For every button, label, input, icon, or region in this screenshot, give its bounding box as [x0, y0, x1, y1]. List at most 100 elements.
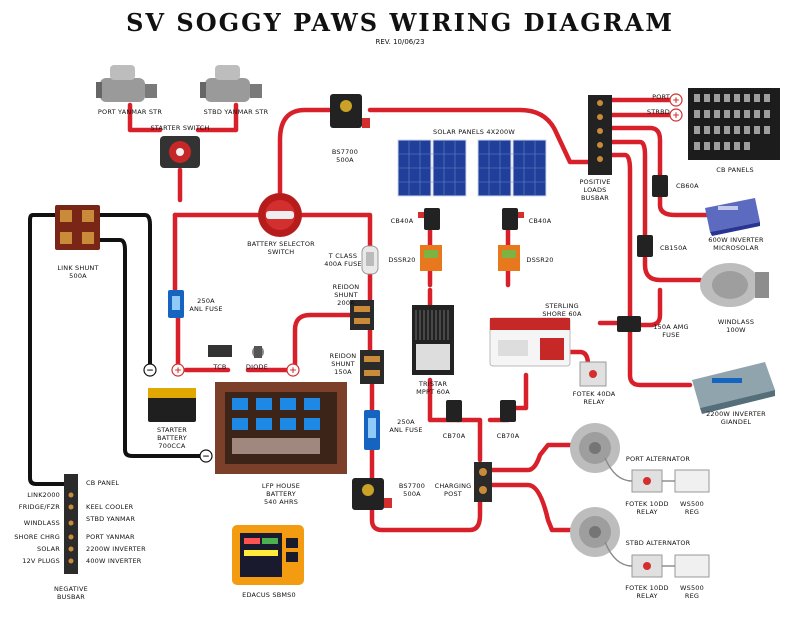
link-shunt-label: LINK SHUNT 500A — [57, 264, 99, 280]
sterling-charger — [489, 317, 571, 367]
cb70a-left-label: CB70A — [442, 432, 466, 440]
stbd-label: STRBD — [646, 108, 670, 116]
cb60-cb150 — [637, 175, 668, 257]
battery-selector-switch — [258, 193, 302, 237]
fotek40-label: FOTEK 40DA RELAY — [572, 390, 616, 406]
port-alternator-part — [570, 423, 620, 473]
anl250-bottom-label: 250A ANL FUSE — [389, 418, 423, 434]
charging-post-label: CHARGING POST — [434, 482, 472, 498]
cb70a-right-label: CB70A — [496, 432, 520, 440]
port-starter-label: PORT YANMAR STR — [97, 108, 163, 116]
dssr20-right-label: DSSR20 — [526, 256, 554, 264]
negative-wires — [28, 213, 202, 486]
t-class-fuse — [361, 245, 379, 275]
tristar-label: TRISTAR MPPT 60A — [416, 380, 450, 396]
cb40a-breakers — [418, 208, 524, 230]
svg-text:+: + — [672, 111, 680, 121]
ws500-stbd-label: WS500 REG — [680, 584, 704, 600]
inverter600-label: 600W INVERTER MICROSOLAR — [708, 236, 764, 252]
positive-busbar-part — [588, 95, 612, 175]
neg-right-0: CB PANEL — [86, 479, 120, 487]
neg-left-4: SOLAR — [37, 545, 60, 553]
fotek-port-label: FOTEK 10DD RELAY — [625, 500, 669, 516]
bs7700-bottom-label: BS7700 500A — [398, 482, 426, 498]
page-title: SV SOGGY PAWS WIRING DIAGRAM — [126, 8, 674, 37]
cb40a-right-label: CB40A — [528, 217, 552, 225]
dssr20-units — [420, 245, 520, 271]
negative-busbar-label: NEGATIVE BUSBAR — [54, 585, 88, 601]
bs7700-top-label: BS7700 500A — [331, 148, 359, 164]
positive-busbar-label: POSITIVE LOADS BUSBAR — [579, 178, 611, 202]
windlass-part — [700, 263, 769, 307]
tcb-and-diode — [208, 345, 264, 358]
solar-panels-label: SOLAR PANELS 4X200W — [433, 128, 515, 136]
alt-regulators — [631, 469, 710, 578]
inverter2200-part — [692, 362, 775, 414]
negative-busbar-part — [64, 474, 78, 574]
port-starter-motor — [96, 65, 157, 102]
neg-right-5: 400W INVERTER — [86, 557, 142, 565]
svg-text:+: + — [289, 366, 297, 376]
cb40a-left-label: CB40A — [390, 217, 414, 225]
neg-left-0: LINK2000 — [27, 491, 60, 499]
lfp-battery-photo — [215, 382, 347, 474]
cb-panels-part — [688, 88, 780, 160]
bs7700-bottom — [352, 478, 392, 510]
svg-text:+: + — [672, 96, 680, 106]
ws500-port-label: WS500 REG — [680, 500, 704, 516]
cb60a-label: CB60A — [676, 182, 699, 190]
neg-left-5: 12V PLUGS — [22, 557, 60, 565]
inverter2200-label: 2200W INVERTER GIANDEL — [706, 410, 766, 426]
reidon-shunt-bottom-label: REIDON SHUNT 150A — [329, 352, 357, 376]
stbd-alternator-label: STBD ALTERNATOR — [625, 539, 691, 547]
terminal-markers — [143, 93, 683, 463]
revision-label: REV. 10/06/23 — [375, 38, 425, 46]
starter-battery — [148, 388, 196, 422]
edacus-label: EDACUS SBMS0 — [242, 591, 296, 599]
stbd-starter-motor — [200, 65, 262, 102]
charging-post-part — [474, 462, 492, 502]
edacus-monitor — [232, 525, 304, 585]
windlass-label: WINDLASS 100W — [717, 318, 755, 334]
starter-switch-label: STARTER SWITCH — [150, 124, 210, 132]
diode-label: DIODE — [245, 363, 269, 371]
reidon-shunts — [350, 300, 384, 384]
port-label: PORT — [652, 93, 670, 101]
fotek-stbd-label: FOTEK 10DD RELAY — [625, 584, 669, 600]
port-alternator-label: PORT ALTERNATOR — [625, 455, 691, 463]
anl-fuses — [168, 290, 380, 450]
neg-right-1: KEEL COOLER — [86, 503, 134, 511]
battery-selector-label: BATTERY SELECTOR SWITCH — [247, 240, 315, 256]
neg-right-2: STBD YANMAR — [86, 515, 136, 523]
anl250-top-label: 250A ANL FUSE — [189, 297, 223, 313]
svg-text:−: − — [202, 452, 210, 462]
tristar-mppt — [412, 305, 454, 375]
amg150-part — [617, 316, 641, 332]
cb-panels-label: CB PANELS — [716, 166, 754, 174]
inverter600-part — [705, 198, 760, 236]
t-class-label: T CLASS 400A FUSE — [324, 252, 362, 268]
cb70a-breakers — [446, 400, 516, 422]
neg-left-1: FRIDGE/FZR — [18, 503, 60, 511]
cb150a-label: CB150A — [660, 244, 688, 252]
neg-left-2: WINDLASS — [23, 519, 60, 527]
bs7700-top — [330, 94, 370, 128]
lfp-battery-label: LFP HOUSE BATTERY 540 AHRS — [261, 482, 301, 506]
dssr20-left-label: DSSR20 — [388, 256, 416, 264]
svg-text:−: − — [146, 366, 154, 376]
fotek40-relay — [579, 361, 607, 387]
neg-right-4: 2200W INVERTER — [86, 545, 146, 553]
sterling-label: STERLING SHORE 60A — [542, 302, 582, 318]
neg-left-3: SHORE CHRG — [14, 533, 60, 541]
stbd-starter-label: STBD YANMAR STR — [203, 108, 269, 116]
amg150-label: 150A AMG FUSE — [653, 323, 689, 339]
neg-right-3: PORT YANMAR — [86, 533, 135, 541]
reidon-shunt-top-label: REIDON SHUNT 200A — [332, 283, 360, 307]
tcb-label: TCB — [213, 363, 227, 371]
stbd-alternator-part — [570, 507, 620, 557]
starter-battery-label: STARTER BATTERY 700CCA — [156, 426, 188, 450]
svg-text:+: + — [174, 366, 182, 376]
starter-switch — [160, 136, 200, 168]
